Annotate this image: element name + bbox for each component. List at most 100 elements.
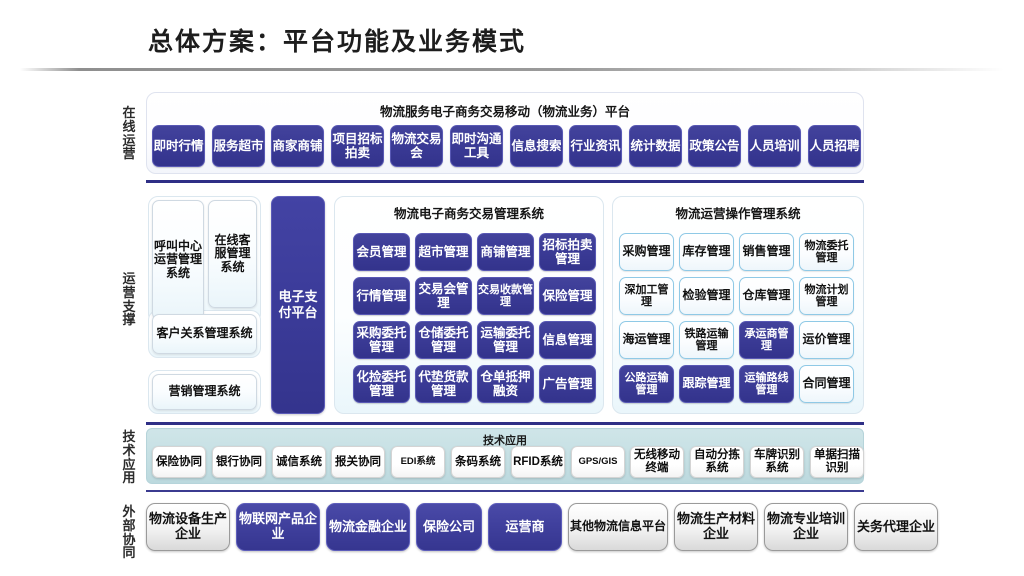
ecommerce-item-4[interactable]: 行情管理 (353, 277, 410, 315)
band-label-online: 在线运营 (122, 105, 136, 162)
online-item-10[interactable]: 人员培训 (748, 125, 801, 167)
external-item-8[interactable]: 关务代理企业 (854, 503, 938, 551)
online-item-5[interactable]: 即时沟通工具 (450, 125, 503, 167)
ecommerce-item-7[interactable]: 保险管理 (539, 277, 596, 315)
online-item-1[interactable]: 服务超市 (212, 125, 265, 167)
support-online-service[interactable]: 在线客服管理系统 (208, 200, 257, 308)
online-item-8[interactable]: 统计数据 (629, 125, 682, 167)
ecommerce-item-6-label: 交易收款管理 (478, 283, 533, 308)
electronic-payment-platform[interactable]: 电子支付平台 (271, 196, 325, 414)
online-item-2[interactable]: 商家商铺 (271, 125, 324, 167)
operations-item-14[interactable]: 运输路线管理 (739, 365, 794, 403)
external-item-2-label: 物流金融企业 (328, 518, 408, 534)
tech-item-0-label: 保险协同 (156, 455, 202, 468)
ecommerce-item-1[interactable]: 超市管理 (415, 233, 472, 271)
tech-panel-title: 技术应用 (483, 435, 527, 447)
ecommerce-item-9-label: 仓储委托管理 (418, 326, 469, 354)
tech-item-8-label: 无线移动终端 (634, 449, 680, 474)
external-item-7-label: 物流专业培训企业 (766, 511, 846, 541)
tech-item-5[interactable]: 条码系统 (451, 446, 505, 478)
operations-item-8[interactable]: 海运管理 (619, 321, 674, 359)
tech-item-8[interactable]: 无线移动终端 (630, 446, 684, 478)
operations-item-7-label: 物流计划管理 (804, 283, 849, 308)
operations-item-13[interactable]: 跟踪管理 (679, 365, 734, 403)
operations-item-1[interactable]: 库存管理 (679, 233, 734, 271)
ecommerce-item-2[interactable]: 商铺管理 (477, 233, 534, 271)
operations-item-15[interactable]: 合同管理 (799, 365, 854, 403)
tech-item-9[interactable]: 自动分拣系统 (690, 446, 744, 478)
operations-item-9[interactable]: 铁路运输管理 (679, 321, 734, 359)
ecommerce-item-8[interactable]: 采购委托管理 (353, 321, 410, 359)
operations-panel-title: 物流运营操作管理系统 (675, 207, 801, 221)
ecommerce-item-9[interactable]: 仓储委托管理 (415, 321, 472, 359)
operations-item-0[interactable]: 采购管理 (619, 233, 674, 271)
support-crm[interactable]: 客户关系管理系统 (152, 314, 257, 354)
ecommerce-item-11[interactable]: 信息管理 (539, 321, 596, 359)
ecommerce-item-13-label: 代垫货款管理 (418, 370, 469, 398)
ecommerce-item-2-label: 商铺管理 (480, 245, 531, 259)
external-item-4[interactable]: 运营商 (488, 503, 562, 551)
external-item-2[interactable]: 物流金融企业 (326, 503, 410, 551)
external-item-1[interactable]: 物联网产品企业 (236, 503, 320, 551)
external-item-6[interactable]: 物流生产材料企业 (674, 503, 758, 551)
tech-item-7-label: GPS/GIS (578, 455, 618, 467)
online-item-2-label: 商家商铺 (272, 139, 323, 153)
external-item-5[interactable]: 其他物流信息平台 (568, 503, 668, 551)
ecommerce-item-10-label: 运输委托管理 (480, 326, 531, 354)
operations-item-3[interactable]: 物流委托管理 (799, 233, 854, 271)
online-item-3[interactable]: 项目招标拍卖 (331, 125, 384, 167)
tech-item-7[interactable]: GPS/GIS (571, 446, 625, 478)
operations-item-4[interactable]: 深加工管理 (619, 277, 674, 315)
online-item-7[interactable]: 行业资讯 (569, 125, 622, 167)
tech-item-4[interactable]: EDI系统 (391, 446, 445, 478)
operations-item-11[interactable]: 运价管理 (799, 321, 854, 359)
ecommerce-item-0[interactable]: 会员管理 (353, 233, 410, 271)
divider-tech-external (146, 490, 864, 492)
support-call-center[interactable]: 呼叫中心运营管理系统 (152, 200, 204, 320)
ecommerce-item-15[interactable]: 广告管理 (539, 365, 596, 403)
ecommerce-item-12[interactable]: 化捡委托管理 (353, 365, 410, 403)
ecommerce-panel-title: 物流电子商务交易管理系统 (393, 207, 544, 221)
tech-item-0[interactable]: 保险协同 (152, 446, 206, 478)
online-item-7-label: 行业资讯 (570, 139, 621, 153)
external-item-0[interactable]: 物流设备生产企业 (146, 503, 230, 551)
tech-item-3[interactable]: 报关协同 (331, 446, 385, 478)
tech-item-11-label: 单据扫描识别 (814, 449, 860, 474)
tech-item-2[interactable]: 诚信系统 (272, 446, 326, 478)
tech-item-5-label: 条码系统 (455, 455, 501, 468)
tech-item-1[interactable]: 银行协同 (212, 446, 266, 478)
online-item-9[interactable]: 政策公告 (688, 125, 741, 167)
operations-item-2[interactable]: 销售管理 (739, 233, 794, 271)
online-item-10-label: 人员培训 (749, 139, 800, 153)
online-item-0-label: 即时行情 (153, 139, 204, 153)
operations-item-1-label: 库存管理 (682, 244, 731, 259)
ecommerce-item-3[interactable]: 招标拍卖管理 (539, 233, 596, 271)
operations-item-5[interactable]: 检验管理 (679, 277, 734, 315)
ecommerce-item-14[interactable]: 仓单抵押融资 (477, 365, 534, 403)
divider-support-tech (146, 422, 864, 425)
operations-item-7[interactable]: 物流计划管理 (799, 277, 854, 315)
external-item-7[interactable]: 物流专业培训企业 (764, 503, 848, 551)
tech-item-11[interactable]: 单据扫描识别 (810, 446, 864, 478)
operations-item-10[interactable]: 承运商管理 (739, 321, 794, 359)
online-item-11[interactable]: 人员招聘 (808, 125, 861, 167)
operations-item-2-label: 销售管理 (742, 244, 791, 259)
tech-item-10[interactable]: 车牌识别系统 (750, 446, 804, 478)
tech-item-6[interactable]: RFID系统 (511, 446, 565, 478)
support-marketing[interactable]: 营销管理系统 (152, 374, 257, 410)
operations-item-12[interactable]: 公路运输管理 (619, 365, 674, 403)
external-item-3[interactable]: 保险公司 (416, 503, 482, 551)
page-title: 总体方案：平台功能及业务模式 (148, 28, 527, 56)
online-item-0[interactable]: 即时行情 (152, 125, 205, 167)
online-operations-panel (146, 92, 864, 174)
ecommerce-item-6[interactable]: 交易收款管理 (477, 277, 534, 315)
operations-item-13-label: 跟踪管理 (682, 376, 731, 391)
ecommerce-item-10[interactable]: 运输委托管理 (477, 321, 534, 359)
ecommerce-item-14-label: 仓单抵押融资 (480, 370, 531, 398)
ecommerce-item-13[interactable]: 代垫货款管理 (415, 365, 472, 403)
ecommerce-item-5[interactable]: 交易会管理 (415, 277, 472, 315)
online-item-4[interactable]: 物流交易会 (390, 125, 443, 167)
online-item-6[interactable]: 信息搜索 (510, 125, 563, 167)
operations-item-6[interactable]: 仓库管理 (739, 277, 794, 315)
ecommerce-item-7-label: 保险管理 (542, 289, 593, 303)
